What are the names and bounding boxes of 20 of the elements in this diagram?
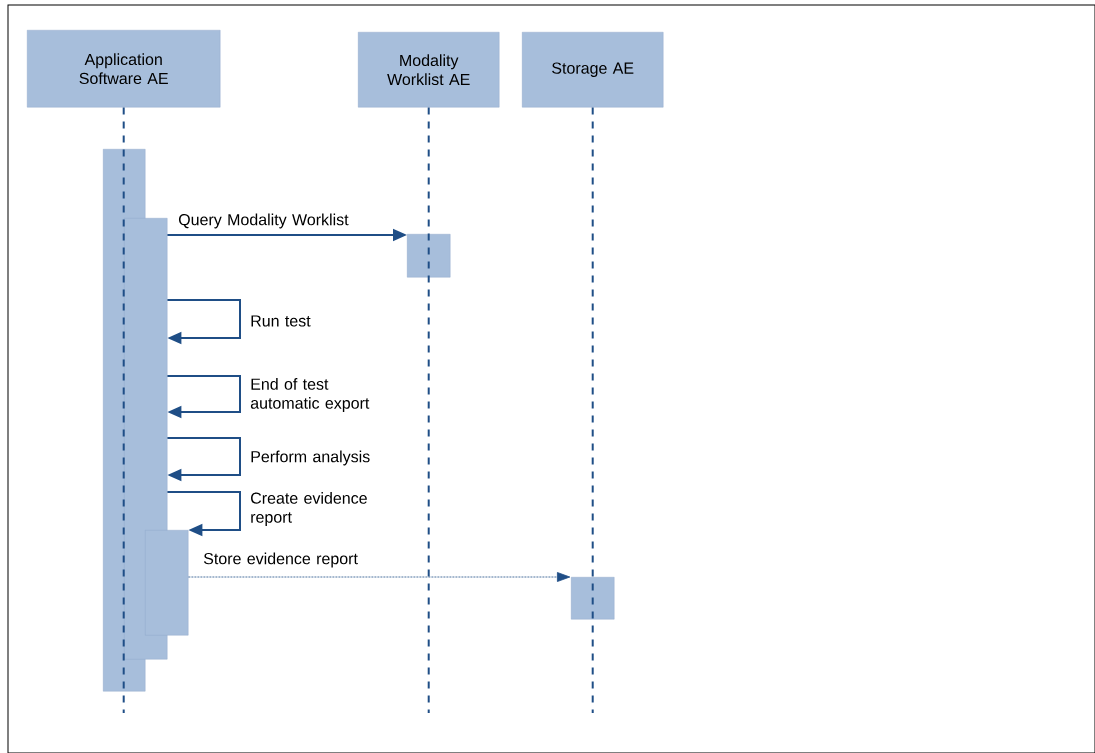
- lifeline-header-box: Application Software AE: [27, 30, 221, 108]
- activation-bar: [407, 234, 451, 278]
- message-label: Create evidence report: [251, 492, 367, 526]
- message-label: Query Modality Worklist: [178, 213, 349, 229]
- self-message-arrow: [166, 437, 241, 482]
- lifeline: [427, 106, 430, 714]
- lifeline-header-box: Modality Worklist AE: [358, 32, 500, 108]
- lifeline: [591, 106, 594, 714]
- message-label: End of test automatic export: [250, 378, 370, 412]
- self-message-arrow: [166, 375, 241, 419]
- lifeline: [122, 106, 125, 714]
- self-message-arrow: [166, 299, 241, 345]
- activation-bar: [571, 577, 615, 620]
- message-arrow: [188, 572, 571, 582]
- lifeline-header-box: Storage AE: [522, 32, 664, 108]
- activation-bar: [145, 530, 189, 636]
- self-message-arrow: [166, 491, 241, 537]
- message-label: Run test: [251, 315, 311, 327]
- message-label: Perform analysis: [251, 450, 370, 466]
- message-label: Store evidence report: [203, 552, 358, 568]
